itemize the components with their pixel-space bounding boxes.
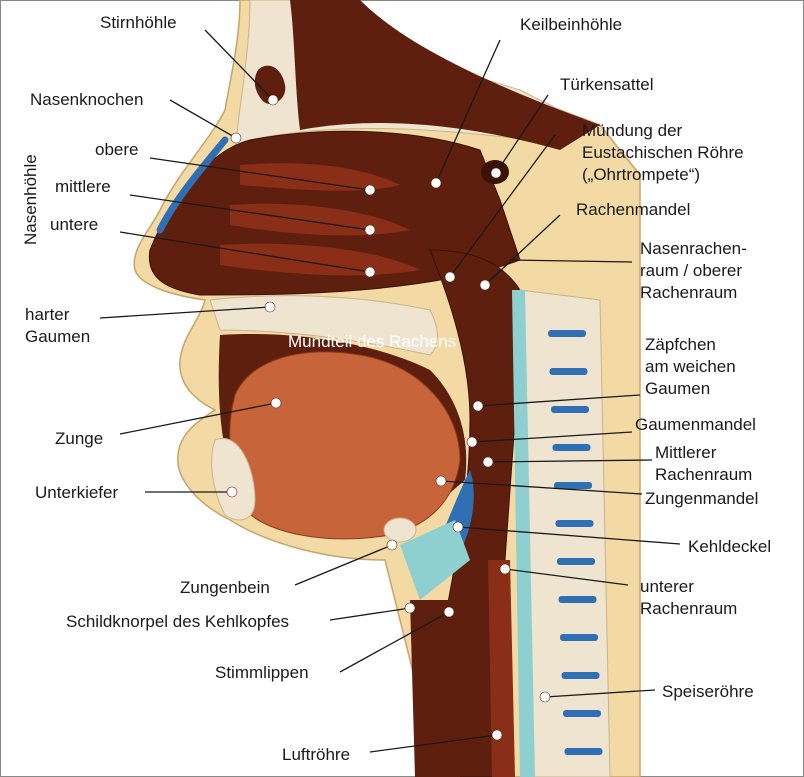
label-unterer-2: Rachenraum bbox=[640, 599, 737, 618]
vertebral-disc bbox=[563, 710, 601, 717]
mandible bbox=[211, 437, 256, 521]
vertebral-disc bbox=[551, 406, 589, 413]
label-mittlerer-2: Rachenraum bbox=[655, 465, 752, 484]
sphenoid-sinus bbox=[416, 161, 481, 219]
label-zungenmandel: Zungenmandel bbox=[645, 489, 758, 508]
label-zaepfchen-1: Zäpfchen bbox=[645, 335, 716, 354]
label-muendung-1: Mündung der bbox=[582, 121, 683, 140]
vertebral-discs bbox=[548, 330, 603, 755]
label-mundteil: Mundteil des Rachens bbox=[288, 332, 456, 351]
vertebral-disc bbox=[554, 482, 592, 489]
vertebral-disc bbox=[558, 596, 597, 603]
label-luftroehre: Luftröhre bbox=[282, 745, 350, 764]
label-zaepfchen-3: Gaumen bbox=[645, 379, 710, 398]
vertebral-disc bbox=[560, 634, 598, 641]
label-unterkiefer: Unterkiefer bbox=[35, 483, 118, 502]
label-harter-1: harter bbox=[25, 305, 70, 324]
cranial-tissue bbox=[290, 0, 600, 150]
label-keilbeinhoehle: Keilbeinhöhle bbox=[520, 15, 622, 34]
vertebral-disc bbox=[557, 558, 595, 565]
label-zungenbein: Zungenbein bbox=[180, 578, 270, 597]
label-unterer-1: unterer bbox=[640, 577, 694, 596]
cervical-spine bbox=[512, 289, 611, 777]
turbinate-upper bbox=[240, 163, 400, 191]
vertebral-disc bbox=[555, 520, 594, 527]
trachea bbox=[410, 600, 460, 777]
label-mittlerer-1: Mittlerer bbox=[655, 443, 717, 462]
label-speiseroehre: Speiseröhre bbox=[662, 682, 754, 701]
turbinate-middle bbox=[230, 203, 410, 236]
nasal-cartilage bbox=[156, 136, 229, 234]
label-zunge: Zunge bbox=[55, 429, 103, 448]
frontal-sinus bbox=[254, 65, 286, 105]
label-schildknorpel: Schildknorpel des Kehlkopfes bbox=[66, 612, 289, 631]
label-dots bbox=[226, 94, 551, 741]
label-untere: untere bbox=[50, 215, 98, 234]
vertebral-disc bbox=[561, 672, 600, 679]
label-gaumenmandel: Gaumenmandel bbox=[635, 415, 756, 434]
larynx-cartilage bbox=[400, 520, 470, 600]
label-harter-2: Gaumen bbox=[25, 327, 90, 346]
label-muendung-2: Eustachischen Röhre bbox=[582, 143, 744, 162]
esophagus bbox=[488, 560, 515, 777]
label-nasenrachen-1: Nasenrachen- bbox=[640, 239, 747, 258]
label-stimmlippen: Stimmlippen bbox=[215, 663, 309, 682]
label-nasenrachen-3: Rachenraum bbox=[640, 283, 737, 302]
label-muendung-3: („Ohrtrompete“) bbox=[582, 165, 700, 184]
label-nasenrachen-2: raum / oberer bbox=[640, 261, 742, 280]
label-kehldeckel: Kehldeckel bbox=[688, 537, 771, 556]
label-stirnhoehle: Stirnhöhle bbox=[100, 13, 177, 32]
label-tuerkensattel: Türkensattel bbox=[560, 75, 654, 94]
label-nasenknochen: Nasenknochen bbox=[30, 90, 143, 109]
label-obere: obere bbox=[95, 140, 138, 159]
hyoid-bone bbox=[383, 517, 417, 543]
label-zaepfchen-2: am weichen bbox=[645, 357, 736, 376]
vertebral-disc bbox=[552, 444, 591, 451]
vertebral-disc bbox=[549, 368, 588, 375]
leader-lines bbox=[99, 29, 681, 753]
label-mittlere: mittlere bbox=[55, 177, 111, 196]
label-nasenhoehle: Nasenhöhle bbox=[21, 154, 40, 245]
vertebral-disc bbox=[548, 330, 586, 337]
label-rachenmandel: Rachenmandel bbox=[576, 200, 690, 219]
vertebral-disc bbox=[564, 748, 603, 755]
